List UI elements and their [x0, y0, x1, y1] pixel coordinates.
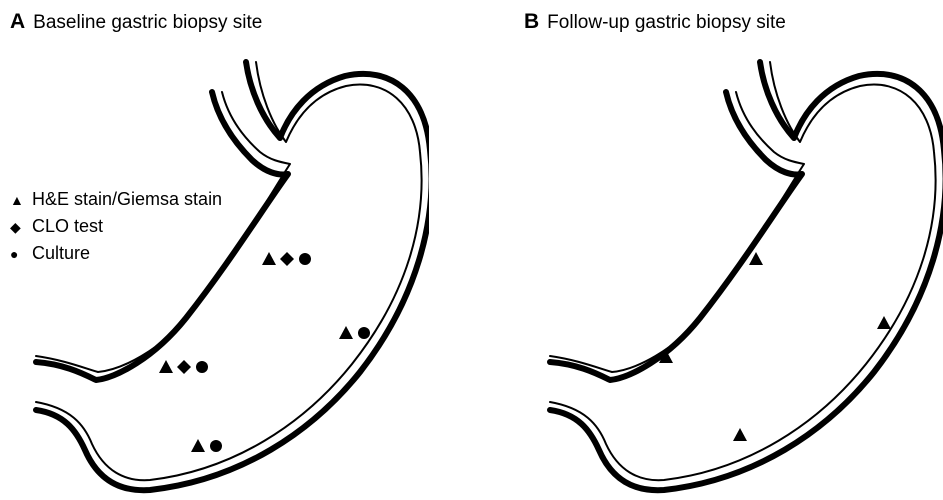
diamond-icon: ◆: [10, 214, 32, 240]
legend-label: Culture: [32, 243, 90, 263]
legend: ▲H&E stain/Giemsa stain ◆CLO test ●Cultu…: [10, 186, 222, 267]
circle-marker: [358, 327, 370, 339]
circle-marker: [210, 440, 222, 452]
circle-marker: [299, 253, 311, 265]
stomach-outline: [550, 62, 943, 490]
legend-item-clo: ◆CLO test: [10, 213, 222, 240]
triangle-marker: [339, 326, 353, 339]
triangle-marker: [749, 252, 763, 265]
legend-item-culture: ●Culture: [10, 240, 222, 267]
circle-icon: ●: [10, 241, 32, 267]
triangle-marker: [191, 439, 205, 452]
triangle-marker: [262, 252, 276, 265]
legend-label: CLO test: [32, 216, 103, 236]
triangle-marker: [159, 360, 173, 373]
triangle-marker: [733, 428, 747, 441]
diamond-marker: [177, 360, 191, 374]
stomach-diagram-followup: [514, 0, 943, 500]
legend-item-he-giemsa: ▲H&E stain/Giemsa stain: [10, 186, 222, 213]
diamond-marker: [280, 252, 294, 266]
legend-label: H&E stain/Giemsa stain: [32, 189, 222, 209]
triangle-marker: [877, 316, 891, 329]
stomach-outline: [36, 62, 429, 490]
circle-marker: [196, 361, 208, 373]
triangle-icon: ▲: [10, 187, 32, 213]
